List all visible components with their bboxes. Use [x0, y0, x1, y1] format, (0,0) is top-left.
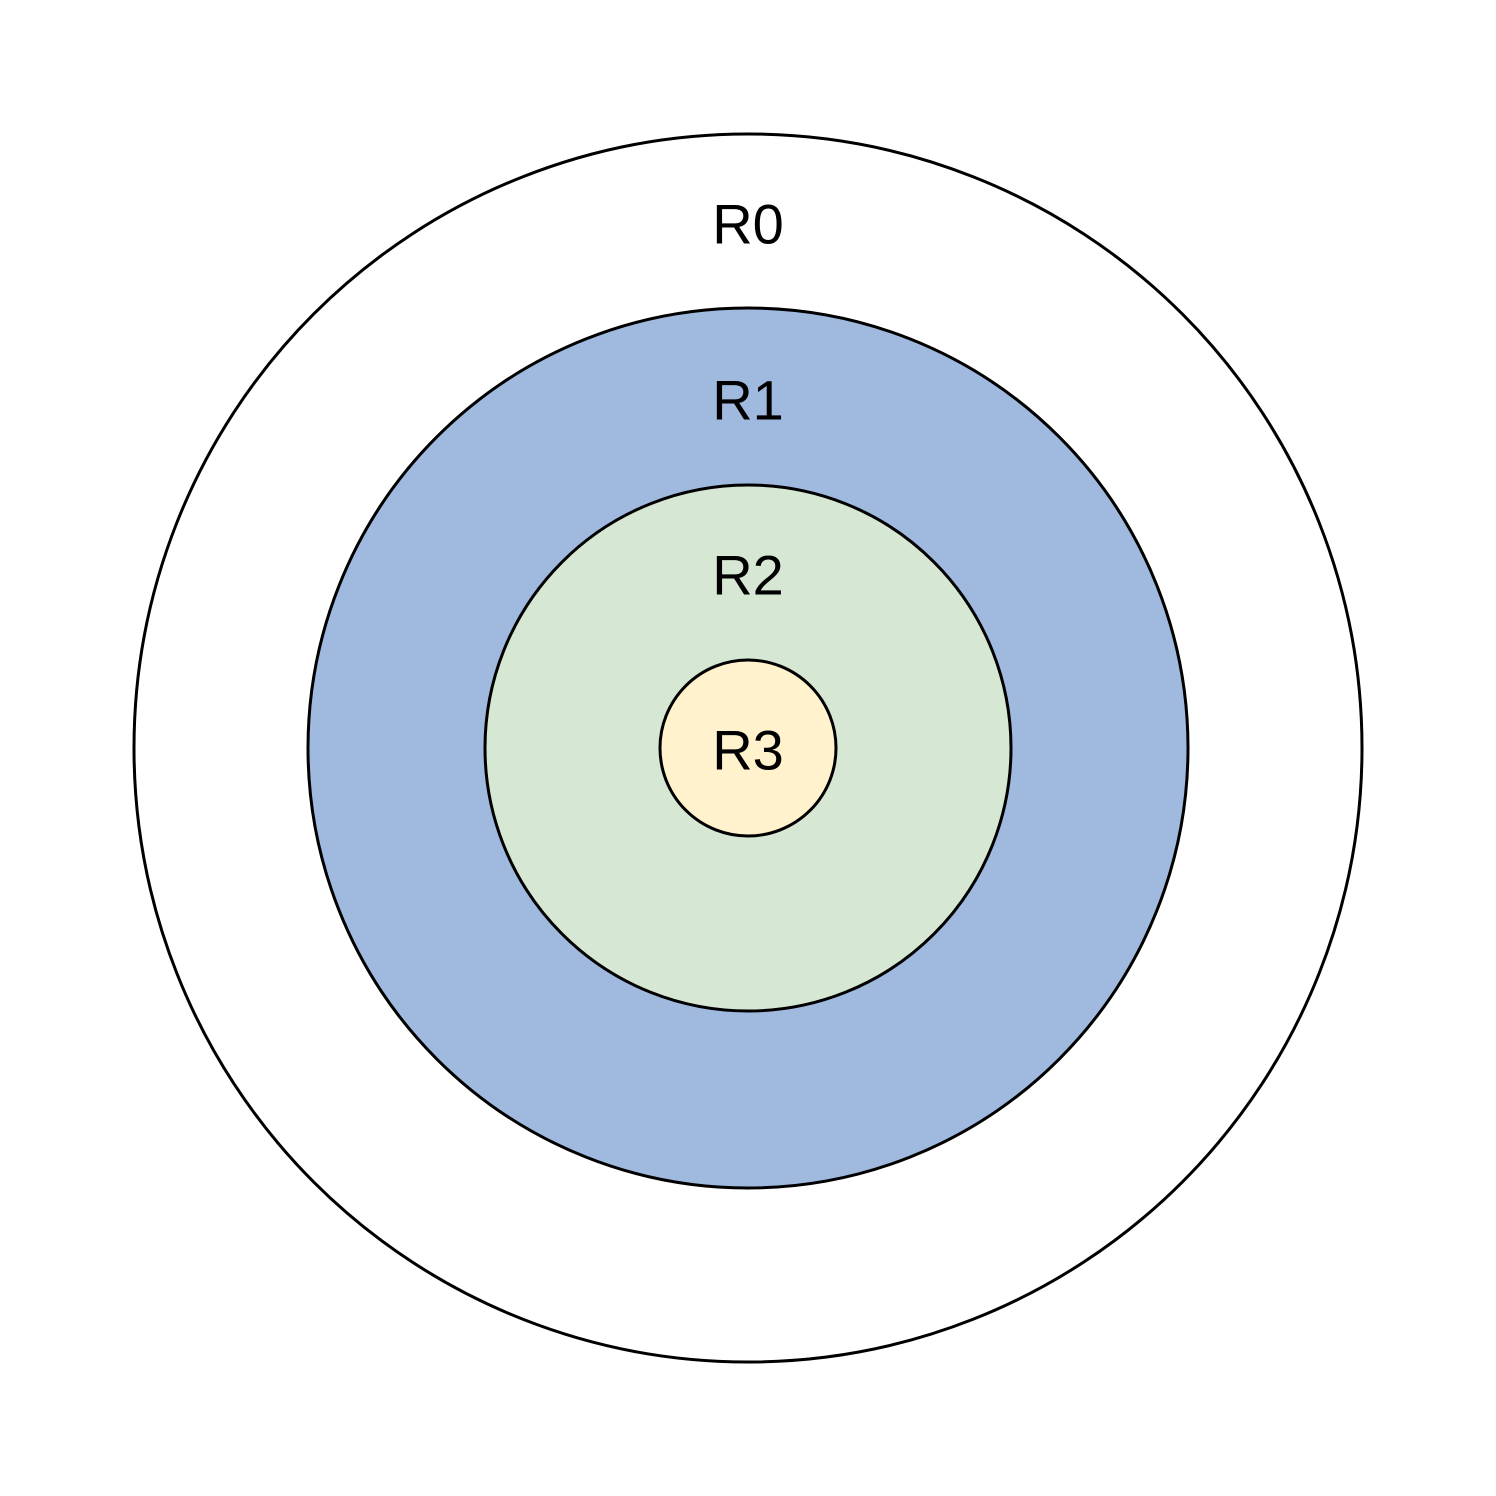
ring-label-r0: R0 — [712, 193, 784, 256]
ring-label-r3: R3 — [712, 719, 784, 782]
ring-label-r2: R2 — [712, 544, 784, 607]
ring-label-r1: R1 — [712, 369, 784, 432]
ring-r3 — [658, 658, 838, 838]
